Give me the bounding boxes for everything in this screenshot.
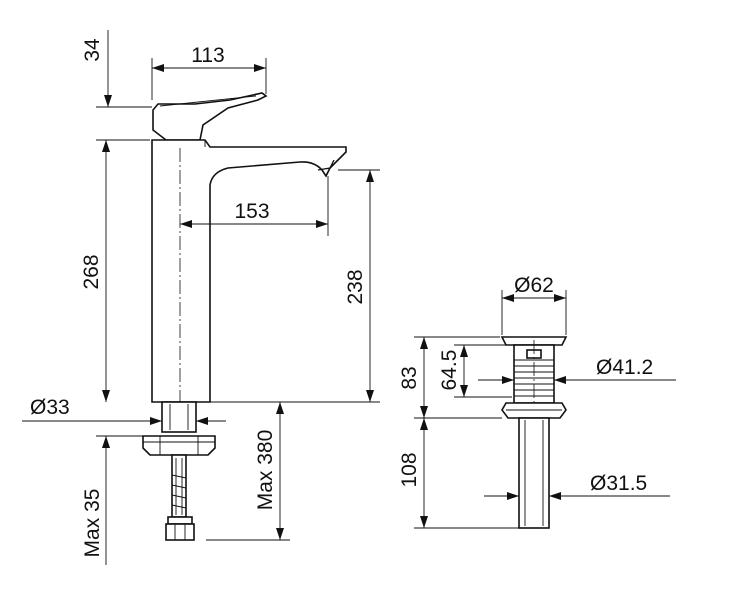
dim-waste-thread-diameter: Ø41.2: [596, 356, 653, 379]
waste-dimensions: Ø62 83 64.5 Ø41.2 108 Ø31.5: [398, 274, 676, 529]
faucet-handle: [152, 92, 268, 141]
faucet-drawing: [142, 92, 347, 541]
dim-waste-tail-diameter: Ø31.5: [590, 472, 647, 495]
dim-handle-width: 113: [191, 44, 224, 67]
mounting-nut: [142, 435, 216, 456]
dim-spout-height: 238: [344, 269, 367, 304]
dim-spout-reach: 153: [234, 200, 269, 223]
faucet-shank: [161, 401, 197, 433]
dim-waste-height: 83: [398, 366, 421, 389]
dim-max-hose: Max 380: [254, 430, 277, 511]
dim-waste-top-diameter: Ø62: [514, 274, 554, 297]
dim-handle-height: 34: [81, 38, 104, 62]
faucet-body: [151, 139, 347, 403]
dim-max-thread: Max 35: [81, 489, 104, 558]
hose-nut: [165, 523, 195, 541]
waste-nut: [501, 402, 567, 419]
dim-waste-tail-length: 108: [398, 452, 421, 487]
dim-base-diameter: Ø33: [30, 396, 70, 419]
dim-waste-inner-height: 64.5: [438, 350, 461, 391]
hose-nut-top: [167, 516, 193, 525]
faucet-dimensions: 34 113 268 153 238 Ø33: [22, 30, 380, 565]
dim-body-height: 268: [80, 254, 103, 289]
waste-drawing: [500, 336, 568, 529]
waste-tail: [518, 417, 550, 529]
